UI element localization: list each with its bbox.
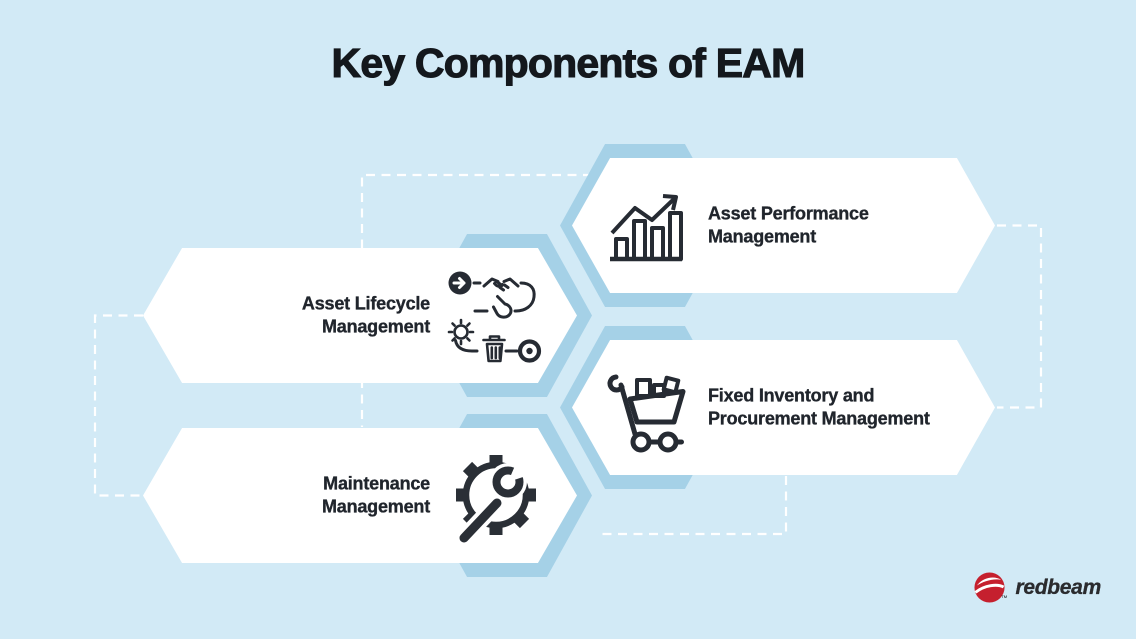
banner-shape xyxy=(143,248,577,383)
banner-label: Maintenance Management xyxy=(160,472,431,519)
banner-label-line2: Procurement Management xyxy=(708,408,930,429)
banner-maintenance: Maintenance Management xyxy=(143,414,592,577)
banner-shape xyxy=(572,158,995,293)
connector-bottom-middle xyxy=(600,476,788,536)
banner-label-line1: Fixed Inventory and xyxy=(708,385,875,405)
trademark-symbol: ™ xyxy=(1001,595,1008,602)
lifecycle-process-icon xyxy=(447,271,542,363)
banner-fixed-inventory: Fixed Inventory and Procurement Manageme… xyxy=(560,326,995,489)
page-title: Key Components of EAM xyxy=(331,39,806,86)
connector-right-loop xyxy=(997,224,1043,409)
banner-label-line1: Asset Lifecycle xyxy=(301,293,431,313)
banner-asset-performance: Asset Performance Management xyxy=(560,144,995,307)
banner-shape xyxy=(572,340,995,475)
banner-label-line2: Management xyxy=(708,226,817,247)
connector-left-loop xyxy=(93,314,143,497)
redbeam-wordmark: redbeam xyxy=(1015,576,1101,599)
shopping-cart-icon xyxy=(607,374,686,453)
redbeam-logo: ™ redbeam xyxy=(973,571,1101,604)
redbeam-logo-icon xyxy=(974,572,1005,603)
banner-label: Fixed Inventory and Procurement Manageme… xyxy=(708,384,970,431)
banner-asset-lifecycle: Asset Lifecycle Management xyxy=(143,234,592,397)
banner-label-line1: Maintenance xyxy=(323,473,430,493)
banner-label: Asset Lifecycle Management xyxy=(160,292,431,339)
banner-label: Asset Performance Management xyxy=(708,202,970,249)
banner-label-line2: Management xyxy=(321,316,431,337)
banner-label-line2: Management xyxy=(321,496,431,517)
bar-chart-growth-icon xyxy=(610,194,683,262)
gear-wrench-icon xyxy=(453,454,536,549)
banner-label-line1: Asset Performance xyxy=(708,203,869,223)
